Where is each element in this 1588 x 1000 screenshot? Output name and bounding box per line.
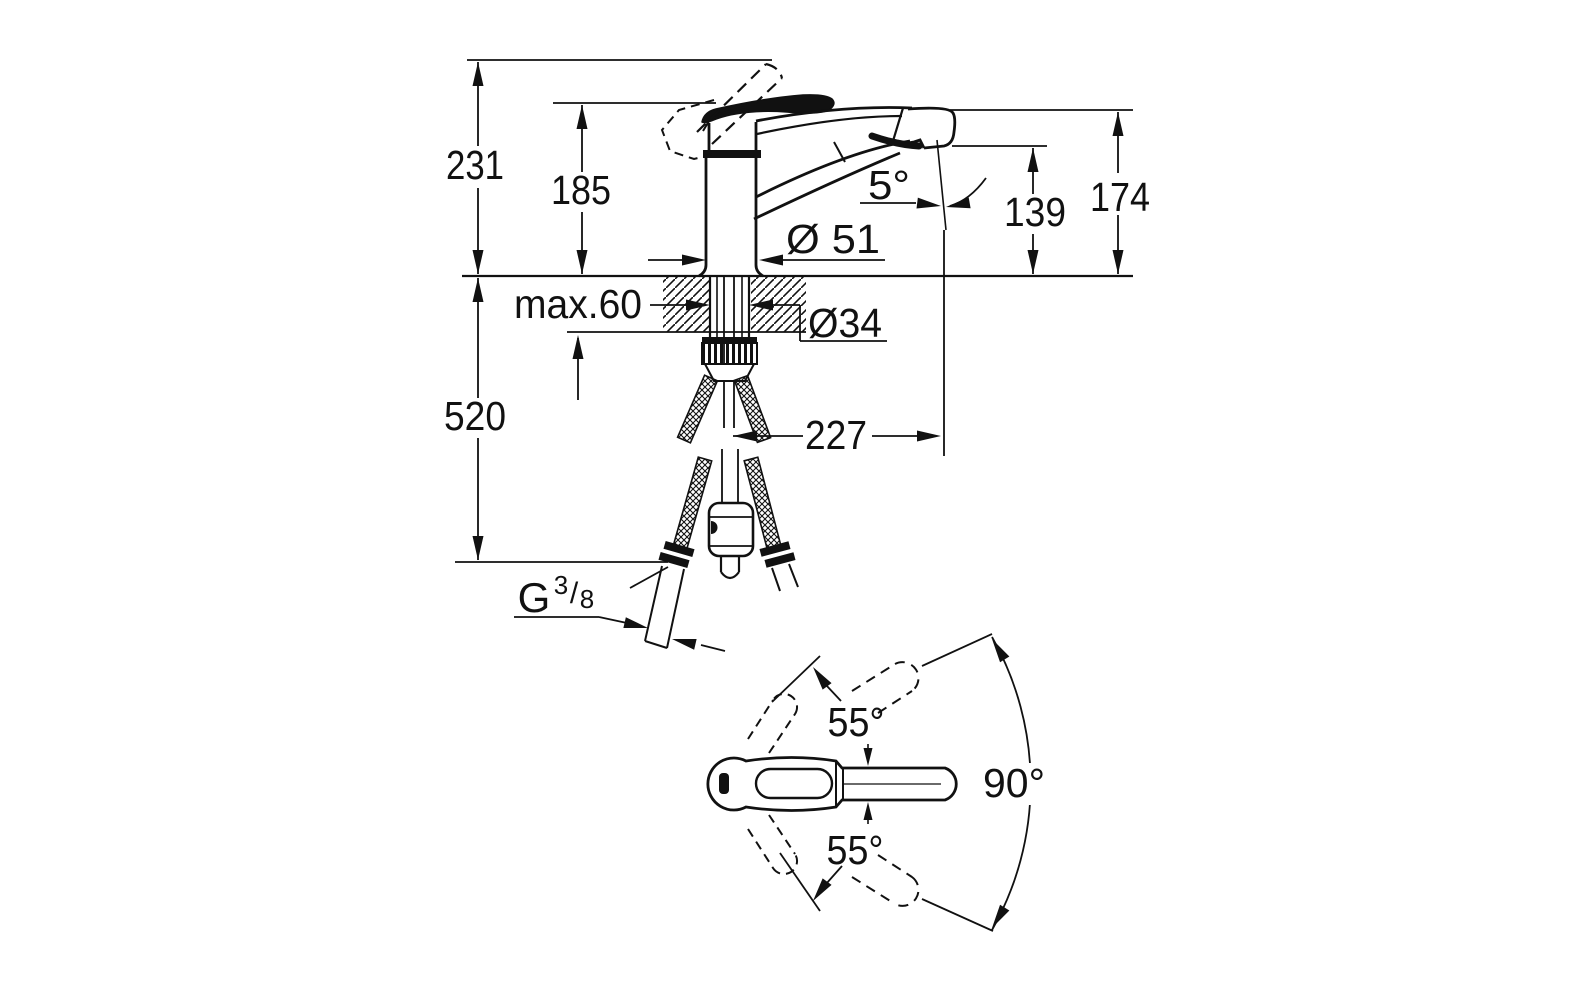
handle-lever-top: [754, 767, 834, 800]
leg-90-top: [921, 633, 993, 667]
label-head-angle: 5°: [868, 162, 910, 208]
label-max-counter: max.60: [514, 281, 642, 327]
hose-fitting-right: [759, 541, 796, 568]
spout-joint-tick: [833, 141, 846, 163]
label-outlet-height: 139: [1004, 189, 1066, 235]
label-shank-dia: Ø34: [808, 300, 882, 346]
label-base-dia: Ø 51: [786, 216, 880, 262]
faucet-body: [660, 62, 957, 278]
shank-walls: [708, 276, 751, 337]
braid-hose-left-upper: [676, 374, 719, 444]
mounting-nut-knurled: [701, 342, 758, 365]
leader-g38: [514, 616, 726, 652]
label-swing-up: 55°: [828, 699, 885, 745]
label-bg-90: [981, 763, 1049, 805]
spout-top-inner-curve: [756, 114, 903, 136]
label-handle-height: 185: [551, 167, 611, 213]
cartridge-joint-bar: [703, 150, 761, 158]
hose-weight-lines: [709, 516, 753, 547]
handle-dashed-up: [747, 693, 798, 754]
ext-55-up: [771, 655, 821, 703]
dimension-labels: 231 185 max.60 520 Ø 51 Ø34 5° 139 174 2…: [444, 142, 1150, 873]
side-view: [455, 59, 1133, 652]
label-spout-top-height: 174: [1090, 174, 1150, 220]
label-swivel-range: 90°: [983, 760, 1045, 806]
label-total-height: 231: [446, 142, 504, 188]
label-thread-denominator: 8: [580, 584, 594, 614]
under-counter: [644, 276, 806, 649]
spout-dashed-up: [851, 661, 920, 714]
label-spout-reach: 227: [805, 412, 867, 458]
leader-55-down: [825, 865, 843, 885]
label-thread-g38: G 3 / 8: [518, 570, 595, 621]
hose-exit-line: [629, 566, 669, 589]
mounting-nut-flange: [702, 337, 757, 343]
spray-head-separation: [891, 107, 905, 142]
braid-hose-right-upper: [733, 374, 772, 444]
counter-hatch-right: [751, 277, 806, 332]
ext-55-down: [779, 852, 821, 912]
raised-handle-hub-dashed: [660, 99, 718, 161]
supply-tube-left: [644, 565, 685, 649]
label-swing-down: 55°: [827, 827, 884, 873]
leg-90-bottom: [921, 898, 994, 932]
top-view: [706, 633, 1032, 932]
label-thread-numerator: 3: [554, 570, 568, 600]
head-axis-5deg: [936, 139, 947, 231]
raised-handle-dashed: [696, 62, 784, 145]
spray-head-dark-band: [868, 132, 923, 150]
label-below-depth: 520: [444, 393, 506, 439]
counter-hatch-left: [663, 277, 710, 332]
handle-lever-blade: [701, 94, 835, 124]
pullout-hose-lower: [721, 449, 739, 503]
hose-end-tip: [719, 556, 741, 580]
braid-hose-left-lower: [671, 456, 713, 554]
body-column: [698, 122, 764, 278]
top-view-outline: [706, 756, 958, 812]
spout-top-curve: [755, 106, 913, 123]
handle-knob-slot: [719, 773, 729, 794]
shank-inner-walls: [716, 276, 743, 337]
label-thread-slash: /: [570, 577, 579, 610]
handle-dashed-down: [747, 814, 798, 875]
hose-weight-screw: [711, 521, 718, 534]
spout-root-curve: [753, 151, 901, 221]
supply-tube-right-stub: [771, 563, 799, 592]
hose-fitting-left: [658, 541, 695, 568]
label-thread-prefix: G: [518, 574, 551, 621]
spout-dashed-down: [851, 854, 920, 907]
leader-55-up: [825, 684, 842, 702]
